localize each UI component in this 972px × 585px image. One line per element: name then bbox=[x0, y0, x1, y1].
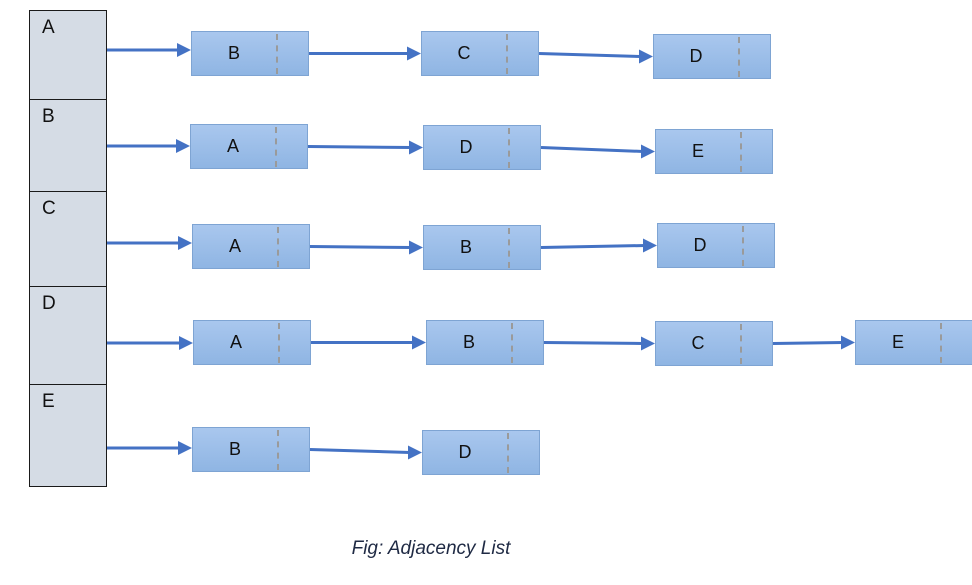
list-node-b-e: E bbox=[655, 129, 773, 174]
list-node-a-d: D bbox=[653, 34, 771, 79]
list-node-c-d: D bbox=[657, 223, 775, 268]
arrow-a-2 bbox=[538, 49, 653, 64]
arrow-b-0 bbox=[107, 139, 190, 153]
arrow-c-0 bbox=[107, 236, 192, 250]
list-node-d-c: C bbox=[655, 321, 773, 366]
arrow-d-0 bbox=[107, 336, 193, 350]
arrow-b-2 bbox=[540, 144, 655, 159]
node-label: D bbox=[693, 235, 707, 255]
node-label: D bbox=[458, 442, 472, 462]
node-pointer-divider bbox=[508, 228, 510, 268]
arrow-head bbox=[409, 240, 423, 255]
node-pointer-divider bbox=[740, 132, 742, 172]
arrow-c-2 bbox=[540, 238, 657, 253]
arrow-a-0 bbox=[107, 43, 191, 57]
list-node-b-d: D bbox=[423, 125, 541, 170]
node-label: E bbox=[691, 141, 704, 161]
head-cell-a: A bbox=[29, 10, 107, 100]
node-label: A bbox=[228, 236, 241, 256]
head-cell-e: E bbox=[29, 384, 107, 487]
arrow-head bbox=[643, 238, 657, 253]
arrow-head bbox=[179, 336, 193, 350]
arrow-head bbox=[841, 335, 855, 350]
arrow-a-1 bbox=[309, 46, 421, 61]
arrow-c-1 bbox=[309, 240, 423, 255]
list-node-b-a: A bbox=[190, 124, 308, 169]
arrow-head bbox=[408, 445, 422, 460]
head-label: C bbox=[42, 198, 56, 219]
arrow-head bbox=[639, 49, 653, 64]
node-label: B bbox=[228, 439, 241, 459]
node-pointer-divider bbox=[742, 226, 744, 266]
node-pointer-divider bbox=[940, 323, 942, 363]
arrow-head bbox=[177, 43, 191, 57]
node-pointer-divider bbox=[276, 34, 278, 74]
node-pointer-divider bbox=[511, 323, 513, 363]
list-node-d-a: A bbox=[193, 320, 311, 365]
list-node-a-c: C bbox=[421, 31, 539, 76]
node-label: C bbox=[457, 43, 471, 63]
arrow-b-1 bbox=[307, 140, 423, 155]
node-pointer-divider bbox=[275, 127, 277, 167]
list-node-e-b: B bbox=[192, 427, 310, 472]
head-label: A bbox=[42, 17, 55, 38]
arrow-d-3 bbox=[772, 335, 855, 350]
arrow-head bbox=[176, 139, 190, 153]
arrow-head bbox=[409, 140, 423, 155]
node-label: A bbox=[226, 136, 239, 156]
list-node-c-a: A bbox=[192, 224, 310, 269]
arrow-shaft bbox=[309, 448, 411, 454]
node-label: B bbox=[227, 43, 240, 63]
arrow-shaft bbox=[772, 341, 844, 345]
node-pointer-divider bbox=[507, 433, 509, 473]
node-label: D bbox=[459, 137, 473, 157]
node-pointer-divider bbox=[508, 128, 510, 168]
node-pointer-divider bbox=[738, 37, 740, 77]
arrow-head bbox=[407, 46, 421, 61]
arrow-e-0 bbox=[107, 441, 192, 455]
list-node-d-b: B bbox=[426, 320, 544, 365]
node-pointer-divider bbox=[278, 323, 280, 363]
arrow-shaft bbox=[540, 244, 646, 249]
node-label: D bbox=[689, 46, 703, 66]
list-node-a-b: B bbox=[191, 31, 309, 76]
head-label: E bbox=[42, 391, 55, 412]
arrow-head bbox=[178, 236, 192, 250]
list-node-c-b: B bbox=[423, 225, 541, 270]
arrow-head bbox=[641, 144, 655, 159]
head-cell-b: B bbox=[29, 99, 107, 192]
node-pointer-divider bbox=[277, 227, 279, 267]
arrow-shaft bbox=[543, 341, 644, 345]
node-label: E bbox=[891, 332, 904, 352]
list-node-d-e: E bbox=[855, 320, 972, 365]
node-label: B bbox=[462, 332, 475, 352]
head-label: D bbox=[42, 293, 56, 314]
arrow-e-1 bbox=[309, 445, 422, 460]
arrow-head bbox=[412, 335, 426, 350]
arrow-shaft bbox=[540, 146, 644, 153]
arrow-d-2 bbox=[543, 336, 655, 351]
head-cell-d: D bbox=[29, 286, 107, 385]
arrow-shaft bbox=[309, 245, 412, 249]
node-pointer-divider bbox=[506, 34, 508, 74]
node-pointer-divider bbox=[740, 324, 742, 364]
node-pointer-divider bbox=[277, 430, 279, 470]
head-label: B bbox=[42, 106, 55, 127]
node-label: C bbox=[691, 333, 705, 353]
arrow-head bbox=[641, 336, 655, 351]
list-node-e-d: D bbox=[422, 430, 540, 475]
arrow-d-1 bbox=[311, 335, 426, 350]
arrow-head bbox=[178, 441, 192, 455]
arrow-shaft bbox=[538, 52, 642, 58]
figure-caption: Fig: Adjacency List bbox=[351, 538, 511, 559]
node-label: A bbox=[229, 332, 242, 352]
head-cell-c: C bbox=[29, 191, 107, 287]
node-label: B bbox=[459, 237, 472, 257]
arrow-shaft bbox=[307, 145, 412, 149]
